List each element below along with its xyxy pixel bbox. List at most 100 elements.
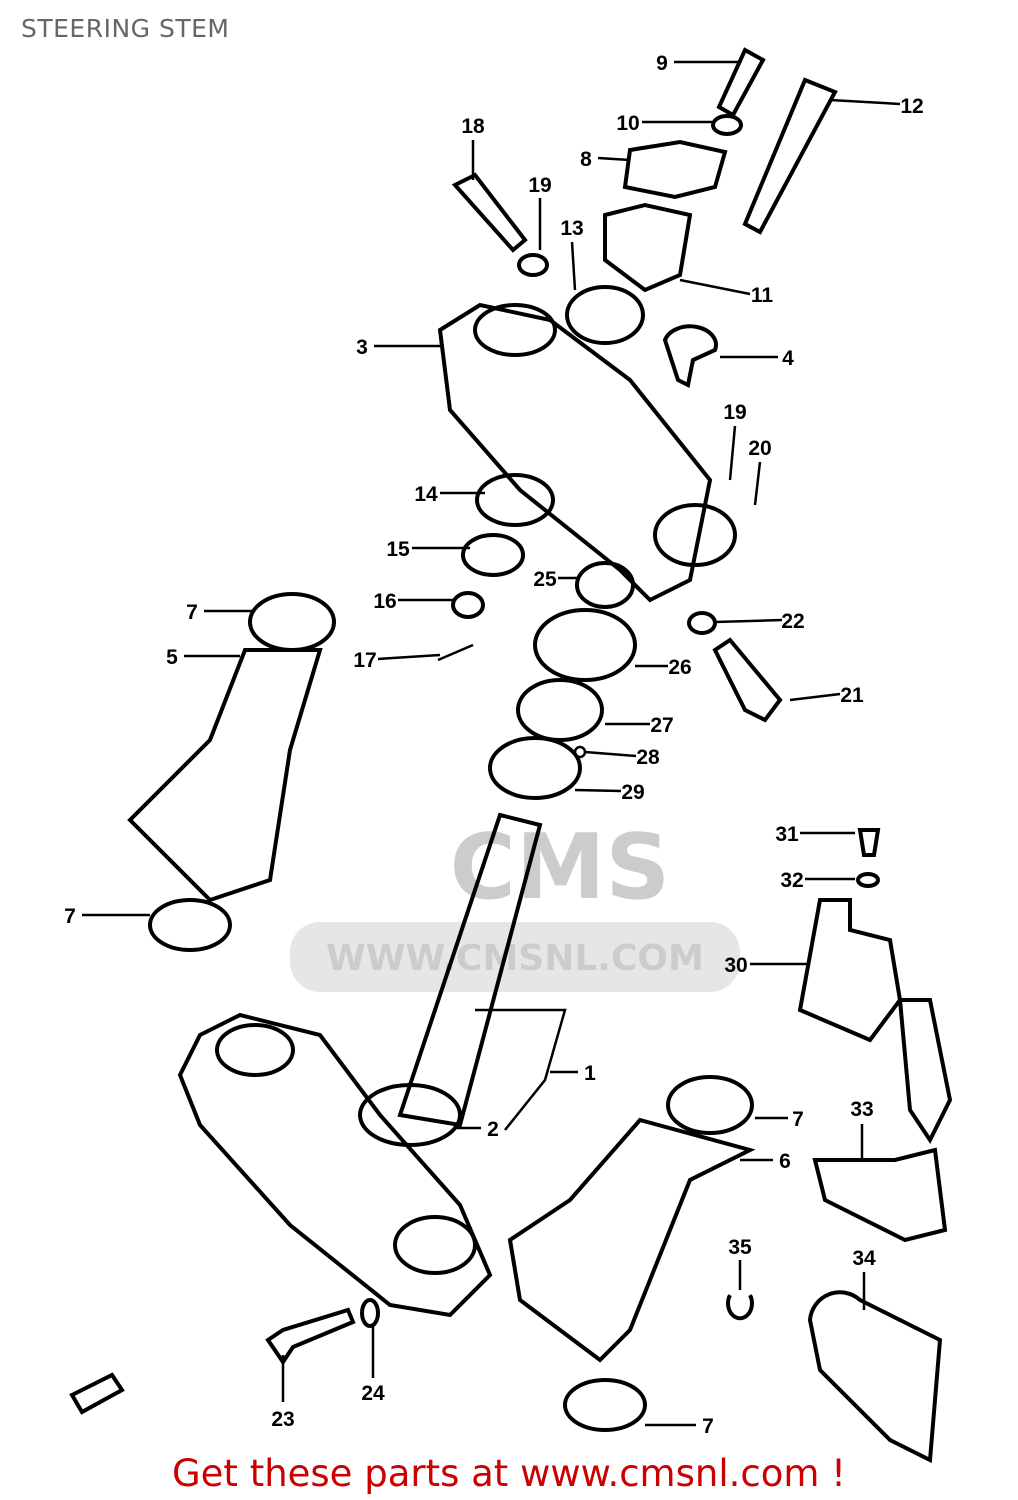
washer-32 xyxy=(856,872,880,888)
part-number-label: 14 xyxy=(414,483,438,506)
washer-19 xyxy=(517,253,549,277)
screw-31 xyxy=(857,828,881,857)
part-number-label: 7 xyxy=(64,905,76,928)
part-number-label: 4 xyxy=(782,347,794,370)
part-number-label: 8 xyxy=(580,148,592,171)
bolt-21 xyxy=(712,637,783,723)
part-number-label: 19 xyxy=(528,174,551,197)
part-number-label: 5 xyxy=(166,646,178,669)
part-number-label: 24 xyxy=(361,1382,385,1405)
part-number-label: 22 xyxy=(781,610,804,633)
lock-33 xyxy=(812,1147,948,1243)
bracket-8 xyxy=(622,139,728,200)
key xyxy=(897,998,953,1144)
seal-7 xyxy=(248,592,336,652)
lower-bracket-hole xyxy=(393,1215,477,1275)
handlebar-5 xyxy=(127,648,323,903)
grommet-14 xyxy=(475,473,555,527)
lower-bracket xyxy=(177,1012,493,1318)
part-number-label: 13 xyxy=(560,217,583,240)
handlebar-6 xyxy=(507,1117,756,1363)
part-number-label: 21 xyxy=(840,684,864,707)
washer-24 xyxy=(360,1298,380,1328)
part-number-label: 12 xyxy=(900,95,923,118)
watermark: WWW.CMSNL.COM CMS xyxy=(290,815,740,992)
part-number-label: 28 xyxy=(636,746,660,769)
part-number-label: 26 xyxy=(668,656,691,679)
nut-25 xyxy=(575,561,635,609)
part-number-label: 19 xyxy=(723,401,746,424)
upper-bracket-hole xyxy=(473,303,557,357)
part-number-label: 11 xyxy=(751,284,774,307)
circlip-35 xyxy=(726,1294,754,1321)
leader-line xyxy=(829,98,901,106)
part-number-label: 31 xyxy=(775,823,799,846)
bolt-18 xyxy=(451,172,528,253)
leader-line xyxy=(753,461,762,506)
upper-bracket-3 xyxy=(437,302,713,603)
part-number-label: 2 xyxy=(487,1118,499,1141)
seal-7 xyxy=(563,1378,647,1432)
leader-line xyxy=(574,788,622,793)
upper-bracket-hole xyxy=(653,503,737,567)
part-number-label: 33 xyxy=(850,1098,873,1121)
part-number-label: 34 xyxy=(852,1247,876,1270)
washer-10 xyxy=(711,114,743,136)
washer-22 xyxy=(687,611,717,635)
part-number-label: 7 xyxy=(702,1415,714,1438)
part-number-label: 35 xyxy=(728,1236,752,1259)
leader-line xyxy=(584,750,637,758)
lock-34 xyxy=(807,1290,943,1464)
bearing-2 xyxy=(358,1083,462,1147)
part-number-label: 15 xyxy=(386,538,410,561)
bolt-12 xyxy=(742,77,838,235)
part-number-label: 17 xyxy=(353,649,376,672)
part-number-label: 10 xyxy=(616,112,639,135)
watermark-url: WWW.CMSNL.COM xyxy=(326,938,704,979)
lock-30 xyxy=(797,898,903,1043)
leader-line xyxy=(570,241,577,291)
part-number-label: 23 xyxy=(271,1408,294,1431)
leader-line xyxy=(714,618,783,624)
leader-line xyxy=(377,653,441,661)
parts-drawing xyxy=(69,47,953,1464)
nut-16 xyxy=(451,591,485,619)
part-number-label: 7 xyxy=(792,1108,804,1131)
race-29 xyxy=(488,736,582,800)
direction-mark xyxy=(69,1372,125,1415)
leader-line xyxy=(789,692,841,702)
seal-7 xyxy=(666,1075,754,1135)
washer-15 xyxy=(461,533,525,577)
stem-1 xyxy=(397,812,543,1128)
cap-13 xyxy=(565,285,645,345)
bracket-1 xyxy=(475,1008,567,1131)
bolt-4 xyxy=(662,324,718,388)
seal-7 xyxy=(148,898,232,952)
watermark-logo: CMS xyxy=(450,815,670,920)
part-number-label: 20 xyxy=(748,437,771,460)
lower-bracket-hole xyxy=(215,1023,295,1077)
part-number-label: 32 xyxy=(780,869,803,892)
part-number-label: 18 xyxy=(461,115,485,138)
part-number-label: 16 xyxy=(373,590,396,613)
pin-17 xyxy=(437,643,474,662)
part-number-label: 25 xyxy=(533,568,557,591)
bolt-9 xyxy=(716,47,766,118)
part-number-label: 30 xyxy=(724,954,747,977)
part-number-label: 27 xyxy=(650,714,673,737)
part-number-label: 1 xyxy=(584,1062,596,1085)
bearing-27 xyxy=(516,678,604,742)
seal-26 xyxy=(533,608,637,682)
bolt-23 xyxy=(265,1307,356,1366)
leader-line xyxy=(679,278,751,296)
part-number-label: 9 xyxy=(656,52,668,75)
leader-line xyxy=(728,425,737,481)
leader-line xyxy=(597,156,631,162)
page-title: STEERING STEM xyxy=(21,14,230,43)
part-number-label: 6 xyxy=(779,1150,791,1173)
holder-11 xyxy=(603,202,693,293)
footer-link[interactable]: Get these parts at www.cmsnl.com ! xyxy=(171,1452,846,1495)
part-number-label: 29 xyxy=(621,781,644,804)
